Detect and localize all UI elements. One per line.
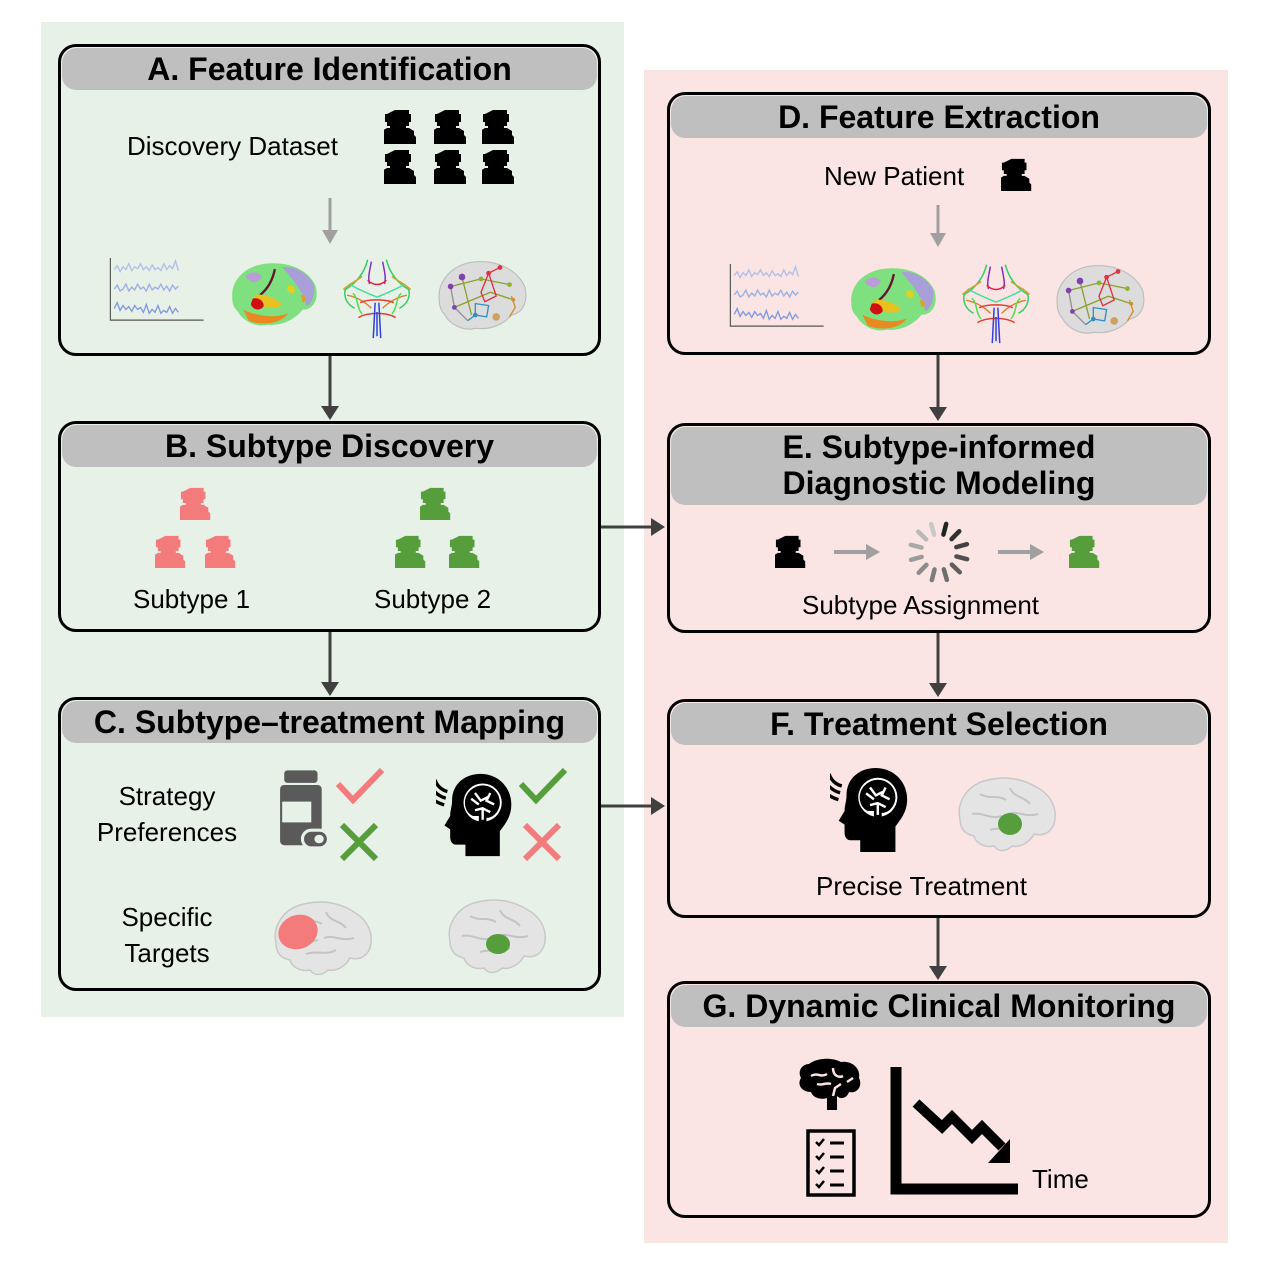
panel-a-title: A. Feature Identification: [62, 48, 597, 90]
brain-target-subtype2-icon: [440, 896, 550, 976]
connector-b-to-e: [601, 516, 667, 538]
loading-spinner-icon: [906, 520, 972, 584]
panel-e-title-line2: Diagnostic Modeling: [782, 465, 1096, 501]
spinner-tick: [941, 567, 950, 583]
clinical-phase-region: [644, 70, 1228, 1243]
assigned-subtype-person-icon: [1069, 534, 1103, 568]
new-patient-label: New Patient: [824, 161, 965, 191]
dti-tractography-icon: [338, 256, 416, 340]
checklist-icon: [806, 1129, 856, 1197]
strategy-preferences-label: Strategy Preferences: [82, 778, 252, 850]
strategy-label-line1: Strategy: [118, 781, 216, 811]
spinner-tick: [941, 521, 949, 537]
targets-label-line2: Targets: [124, 938, 210, 968]
discovery-dataset-label: Discovery Dataset: [127, 131, 338, 161]
eeg-signal-icon: [108, 256, 206, 324]
panel-b-title: B. Subtype Discovery: [62, 425, 597, 467]
time-axis-label: Time: [1032, 1164, 1089, 1194]
precise-treatment-label: Precise Treatment: [816, 871, 1027, 901]
connector-d-to-e: [927, 355, 949, 423]
brain-stimulation-head-icon: [436, 772, 514, 858]
subtype2-label: Subtype 2: [374, 584, 492, 614]
discovery-dataset-people-icon: [384, 108, 520, 186]
subtype1-label: Subtype 1: [133, 584, 251, 614]
spinner-tick: [908, 554, 924, 563]
specific-targets-label: Specific Targets: [82, 899, 252, 971]
connector-f-to-g: [927, 918, 949, 982]
check-icon-subtype1-medication: [335, 766, 385, 806]
connector-e-to-f: [927, 633, 949, 699]
panel-g-dynamic-clinical-monitoring: G. Dynamic Clinical Monitoring: [667, 981, 1211, 1218]
spinner-tick: [929, 567, 937, 583]
connector-b-to-c: [319, 632, 341, 698]
discovery-phase-region: [41, 22, 624, 1017]
eeg-signal-icon: [728, 262, 826, 330]
panel-c-subtype-treatment-mapping: C. Subtype–treatment Mapping: [58, 697, 601, 991]
subtype-assignment-label: Subtype Assignment: [802, 590, 1040, 620]
panel-b-subtype-discovery: B. Subtype Discovery: [58, 421, 601, 632]
brain-icon: [797, 1058, 863, 1110]
spinner-tick: [916, 529, 929, 542]
cortical-surface-map-icon: [226, 258, 320, 332]
new-patient-person-icon: [1001, 157, 1035, 191]
brain-stimulation-head-icon: [830, 766, 910, 854]
spinner-tick: [928, 521, 937, 537]
strategy-label-line2: Preferences: [96, 817, 238, 847]
panel-f-title: F. Treatment Selection: [671, 703, 1207, 745]
spinner-tick: [949, 562, 962, 575]
connector-a-to-b: [319, 356, 341, 422]
subtype2-people-icon: [395, 486, 485, 572]
cortical-surface-map-icon: [845, 263, 939, 337]
brain-target-subtype1-icon: [266, 898, 376, 978]
right-arrow-icon: [834, 542, 882, 562]
spinner-tick: [954, 541, 970, 550]
connector-c-to-f: [601, 795, 667, 817]
panel-c-title: C. Subtype–treatment Mapping: [62, 701, 597, 743]
input-patient-person-icon: [775, 534, 809, 568]
panel-f-treatment-selection: F. Treatment Selection: [667, 699, 1211, 918]
panel-d-feature-extraction: D. Feature Extraction: [667, 92, 1211, 355]
x-icon-subtype2-medication: [339, 822, 379, 862]
medication-bottle-icon: [278, 770, 330, 854]
panel-e-title: E. Subtype-informed Diagnostic Modeling: [671, 427, 1207, 505]
down-arrow-icon: [928, 205, 948, 251]
down-arrow-icon: [320, 198, 340, 248]
subtype1-people-icon: [155, 486, 241, 572]
dti-tractography-icon: [957, 261, 1035, 345]
check-icon-subtype2-stimulation: [518, 766, 568, 806]
spinner-tick: [954, 554, 970, 562]
spinner-tick: [916, 562, 929, 575]
brain-network-icon: [1050, 262, 1148, 338]
panel-g-title: G. Dynamic Clinical Monitoring: [671, 985, 1207, 1027]
panel-e-subtype-informed-diagnostic-modeling: E. Subtype-informed Diagnostic Modeling: [667, 423, 1211, 633]
spinner-tick: [908, 542, 924, 550]
panel-a-feature-identification: A. Feature Identification: [58, 44, 601, 356]
brain-network-icon: [432, 258, 530, 334]
spinner-tick: [949, 529, 962, 542]
decreasing-trend-chart-icon: [890, 1067, 1018, 1195]
x-icon-subtype1-stimulation: [522, 822, 562, 862]
panel-e-title-line1: E. Subtype-informed: [782, 429, 1096, 465]
brain-target-icon: [950, 774, 1060, 854]
right-arrow-icon: [998, 542, 1046, 562]
panel-d-title: D. Feature Extraction: [671, 96, 1207, 138]
targets-label-line1: Specific: [121, 902, 213, 932]
